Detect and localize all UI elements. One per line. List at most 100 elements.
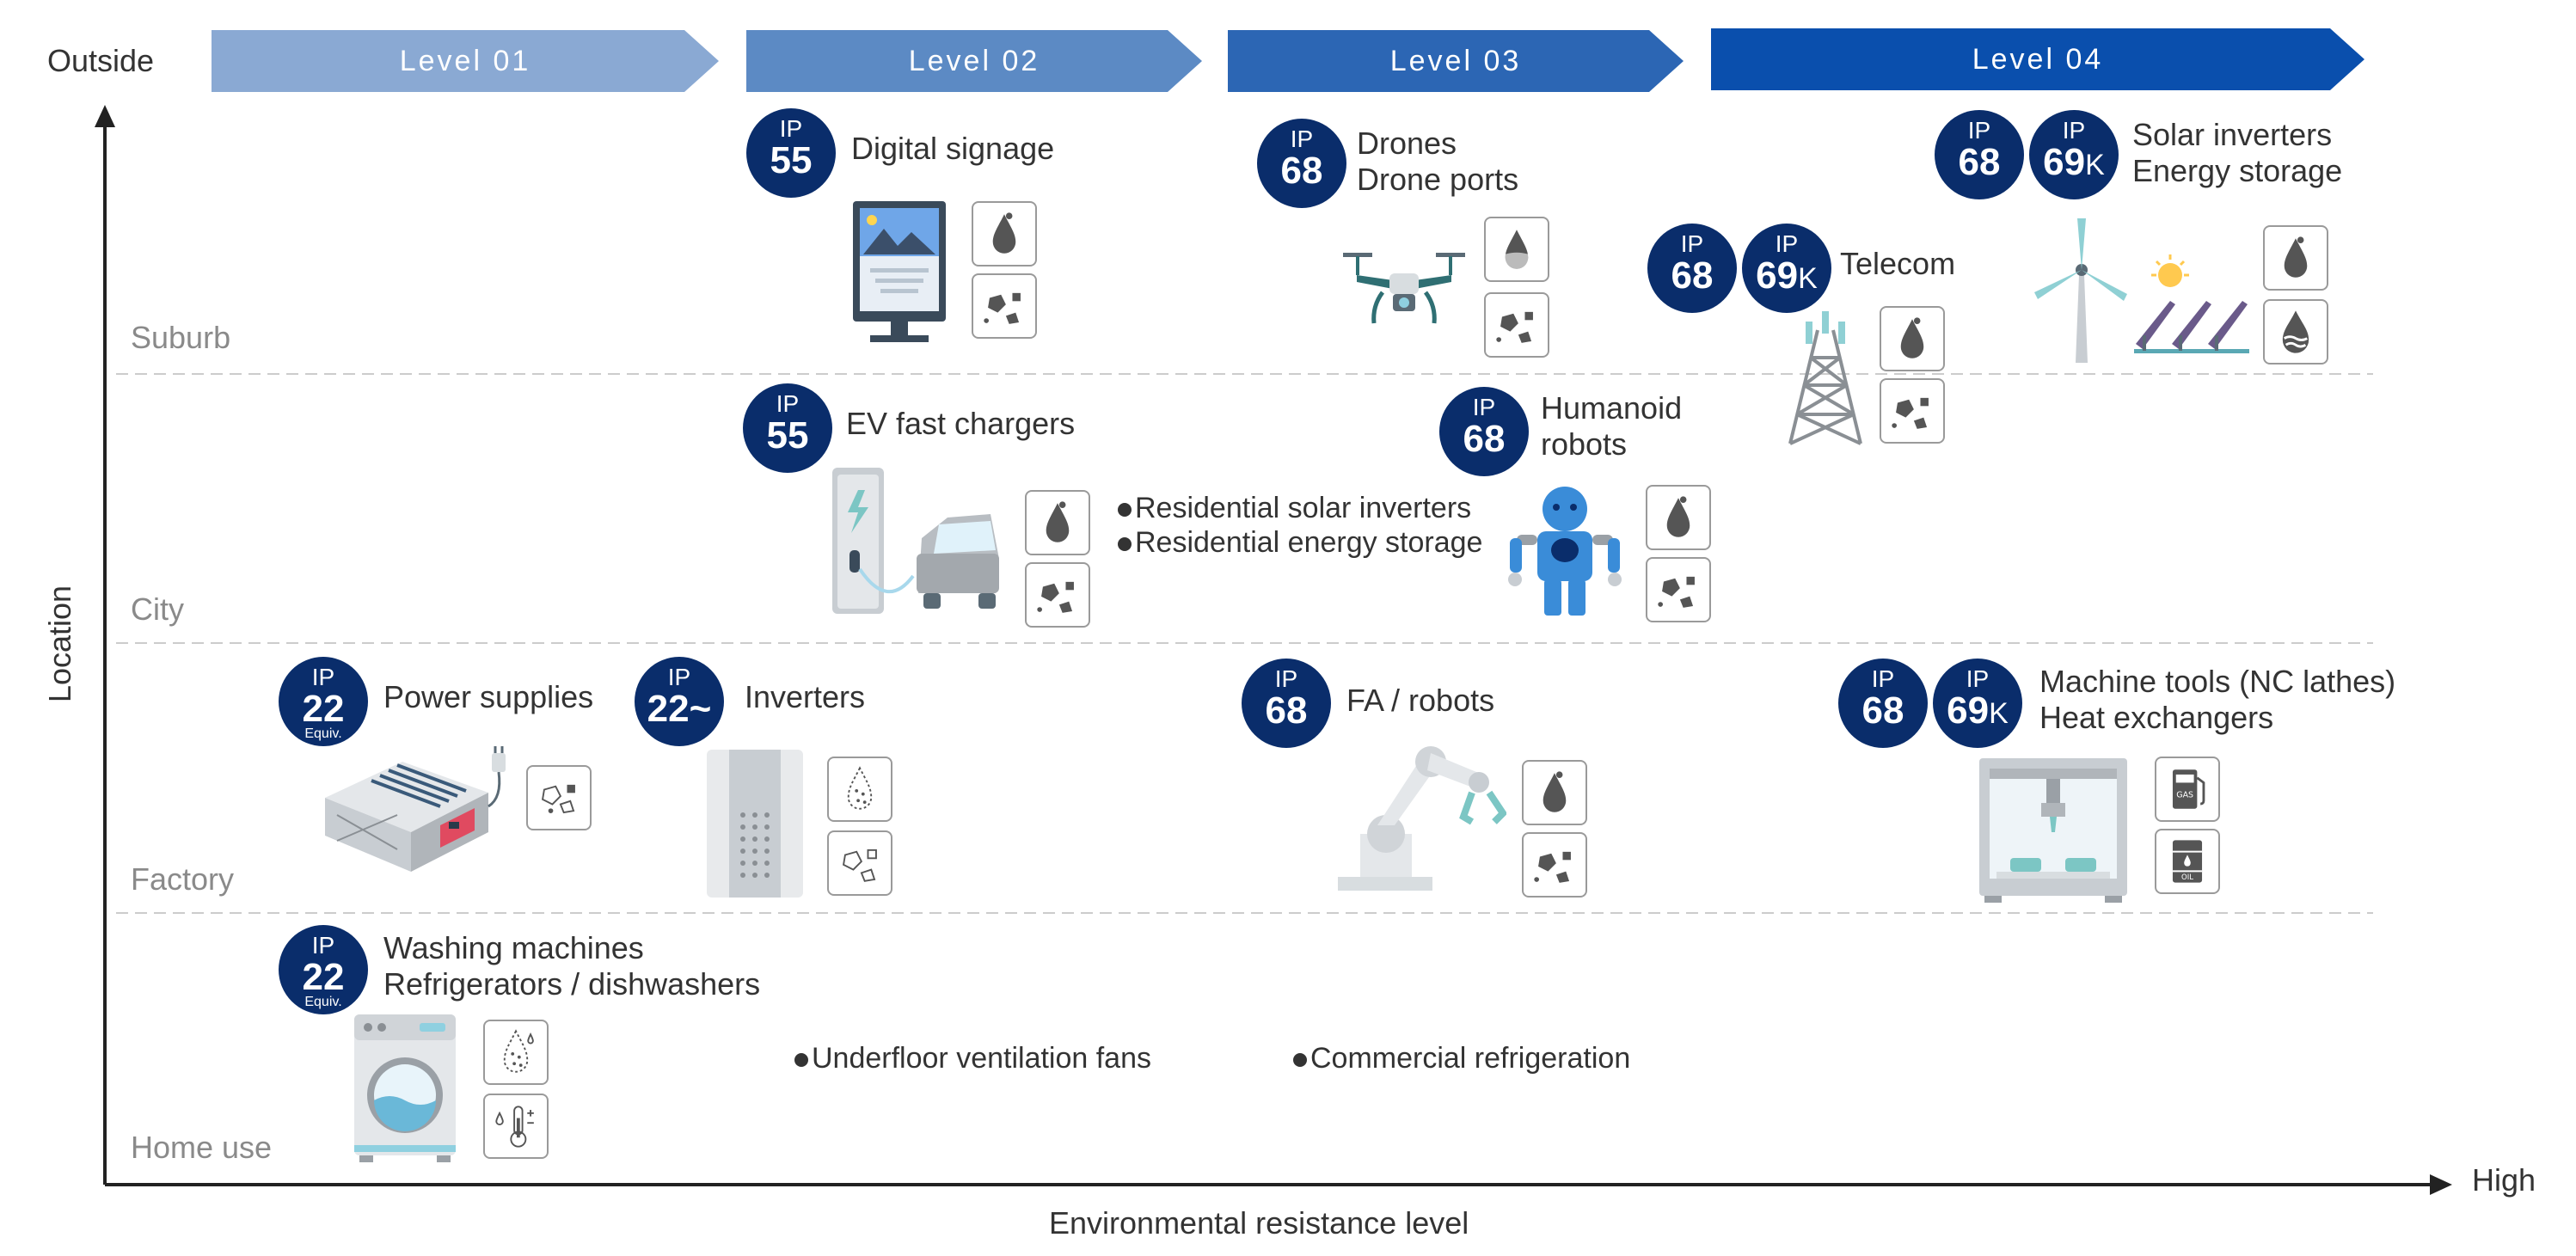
item-text-line1: Solar inverters bbox=[2132, 117, 2333, 152]
zone-city: City bbox=[131, 591, 184, 627]
ev-charger-illustration bbox=[827, 464, 1008, 616]
ip-equivalent-note: Equiv. bbox=[304, 995, 342, 1009]
ip-rating: 55 bbox=[766, 414, 809, 456]
ip-badge-humanoid: IP 68 bbox=[1439, 387, 1529, 476]
ip-rating: 68 bbox=[1463, 418, 1506, 460]
ip-rating: 22 bbox=[302, 956, 345, 998]
bullet-icon bbox=[794, 1053, 808, 1068]
ip-prefix: IP bbox=[1680, 230, 1704, 257]
dust-icon bbox=[972, 273, 1037, 339]
ip-badge-telecom-68: IP 68 bbox=[1647, 224, 1737, 313]
ip-prefix: IP bbox=[1871, 665, 1895, 692]
ip-badge-solar-68: IP 68 bbox=[1935, 110, 2024, 199]
ip-rating: 22 bbox=[302, 688, 345, 730]
ip-prefix: IP bbox=[1274, 665, 1298, 692]
residential-solar-note: Residential solar inverters bbox=[1118, 492, 1471, 525]
item-text-line1: Drones bbox=[1357, 126, 1457, 161]
ip-badge-fa-robots: IP 68 bbox=[1242, 659, 1331, 748]
ip-prefix: IP bbox=[1290, 126, 1314, 152]
dust-icon bbox=[526, 765, 592, 830]
wind-solar-illustration bbox=[2026, 215, 2249, 366]
power-supply-illustration bbox=[320, 746, 518, 875]
item-text-line1: Humanoid bbox=[1541, 390, 1683, 426]
ip-badge-machine-tools-69k: IP 69K bbox=[1933, 659, 2022, 748]
ip-number: 69 bbox=[2043, 141, 2086, 183]
ip-prefix: IP bbox=[1966, 665, 1990, 692]
washing-machine-illustration bbox=[351, 1011, 459, 1164]
dust-icon bbox=[1522, 832, 1587, 898]
water-drop-icon bbox=[1880, 306, 1945, 371]
item-label-telecom: Telecom bbox=[1840, 246, 1955, 282]
ip-prefix: IP bbox=[311, 664, 335, 690]
ip-rating: 68 bbox=[1265, 689, 1308, 732]
ip-prefix: IP bbox=[667, 664, 691, 690]
ip-prefix: IP bbox=[2062, 117, 2086, 144]
high-label: High bbox=[2472, 1162, 2536, 1198]
note-text: Underfloor ventilation fans bbox=[812, 1042, 1152, 1075]
ip-rating: 69K bbox=[1742, 254, 1831, 300]
dust-icon bbox=[1646, 557, 1711, 622]
water-drop-icon bbox=[972, 201, 1037, 267]
ip-prefix: IP bbox=[1775, 230, 1799, 257]
ip-suffix: K bbox=[1989, 697, 2009, 730]
item-text-line2: Refrigerators / dishwashers bbox=[383, 966, 761, 1002]
note-text: Commercial refrigeration bbox=[1310, 1042, 1631, 1075]
ip-prefix: IP bbox=[776, 390, 800, 417]
ip-badge-drones: IP 68 bbox=[1257, 119, 1346, 208]
svg-text:GAS: GAS bbox=[2176, 790, 2193, 800]
digital-signage-illustration bbox=[849, 198, 949, 346]
ip-prefix: IP bbox=[1472, 394, 1496, 420]
level-03-arrow: Level 03 bbox=[1228, 30, 1684, 92]
ip-rating: 55 bbox=[770, 139, 813, 181]
item-text: Telecom bbox=[1840, 246, 1956, 281]
note-text: Residential solar inverters bbox=[1135, 492, 1472, 524]
ip-equivalent-note: Equiv. bbox=[304, 726, 342, 741]
humanoid-robot-illustration bbox=[1498, 483, 1632, 619]
x-axis-title: Environmental resistance level bbox=[1049, 1205, 1469, 1241]
ip-rating: 69K bbox=[2029, 141, 2119, 187]
item-text: FA / robots bbox=[1346, 683, 1495, 718]
item-label-machine-tools: Machine tools (NC lathes)Heat exchangers bbox=[2039, 664, 2395, 736]
item-text-line2: Drone ports bbox=[1357, 162, 1519, 197]
item-text-line1: Washing machines bbox=[383, 930, 644, 965]
item-text: EV fast chargers bbox=[846, 406, 1076, 441]
water-drop-icon bbox=[2263, 225, 2328, 291]
bullet-icon bbox=[1118, 537, 1132, 552]
dust-icon bbox=[1880, 378, 1945, 444]
machine-tool-illustration bbox=[1976, 755, 2131, 903]
water-drop-icon bbox=[1522, 760, 1587, 825]
ip-suffix: ~ bbox=[689, 688, 712, 730]
water-drop-icon bbox=[1646, 485, 1711, 550]
item-text-line2: Energy storage bbox=[2132, 153, 2343, 188]
ip-rating: 68 bbox=[1280, 150, 1323, 192]
level-01-arrow: Level 01 bbox=[212, 30, 719, 92]
ip-badge-machine-tools-68: IP 68 bbox=[1838, 659, 1928, 748]
ip-rating: 68 bbox=[1671, 254, 1714, 297]
ip-number: 22 bbox=[647, 688, 690, 730]
bullet-icon bbox=[1293, 1053, 1307, 1068]
inverter-illustration bbox=[703, 746, 807, 901]
gas-pump-icon: GAS bbox=[2155, 757, 2220, 822]
item-text-line1: Machine tools (NC lathes) bbox=[2039, 664, 2396, 699]
item-label-inverters: Inverters bbox=[745, 679, 865, 715]
bullet-icon bbox=[1118, 503, 1132, 518]
dust-icon bbox=[827, 830, 892, 896]
water-drop-icon bbox=[1484, 217, 1549, 282]
note-text: Residential energy storage bbox=[1135, 526, 1483, 559]
ip-badge-inverters: IP 22~ bbox=[635, 657, 724, 746]
ip-prefix: IP bbox=[779, 115, 803, 142]
drone-illustration bbox=[1340, 249, 1469, 335]
water-spray-icon bbox=[483, 1020, 549, 1085]
zone-factory: Factory bbox=[131, 861, 235, 897]
dust-icon bbox=[1484, 292, 1549, 358]
temperature-icon bbox=[483, 1094, 549, 1159]
residential-storage-note: Residential energy storage bbox=[1118, 526, 1482, 560]
ip-badge-digital-signage: IP 55 bbox=[746, 108, 836, 198]
svg-text:OIL: OIL bbox=[2181, 873, 2193, 882]
